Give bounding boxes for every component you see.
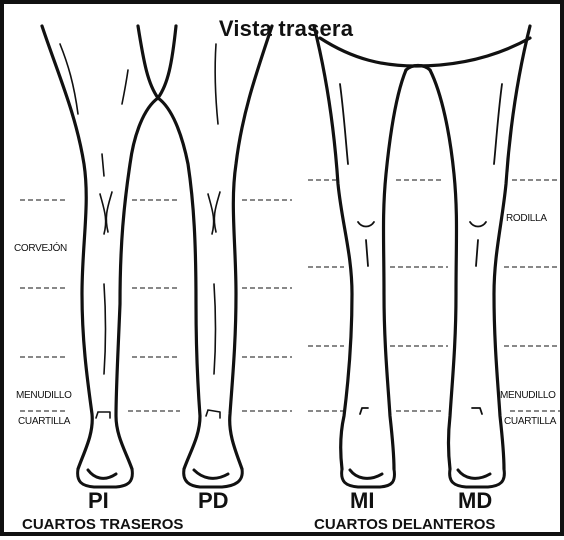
caption-front: CUARTOS DELANTEROS (314, 516, 495, 533)
chest-curve (320, 38, 530, 66)
leg-code-pi: PI (88, 488, 109, 514)
label-menudillo-front: MENUDILLO (500, 390, 556, 401)
front-right-outer (494, 26, 530, 469)
hind-hooves (78, 469, 243, 487)
hind-right-inner (158, 98, 200, 469)
label-corvejon: CORVEJÓN (14, 243, 67, 254)
front-legs-outline (314, 26, 530, 469)
label-cuartilla-front: CUARTILLA (504, 416, 556, 427)
leg-code-md: MD (458, 488, 492, 514)
leg-code-pd: PD (198, 488, 229, 514)
level-lines (20, 180, 560, 411)
diagram-title: Vista trasera (4, 16, 564, 42)
legs-drawing (4, 4, 564, 540)
brisket (406, 66, 430, 71)
front-left-outer (314, 26, 352, 469)
label-menudillo-hind: MENUDILLO (16, 390, 72, 401)
leg-code-mi: MI (350, 488, 374, 514)
hind-right-outer (230, 26, 272, 469)
label-cuartilla-hind: CUARTILLA (18, 416, 70, 427)
label-rodilla: RODILLA (506, 213, 547, 224)
hind-legs-outline (42, 26, 272, 469)
caption-rear: CUARTOS TRASEROS (22, 516, 183, 533)
hind-left-inner (116, 98, 158, 469)
front-hooves (342, 469, 505, 487)
front-right-inner (430, 70, 457, 469)
front-details (340, 84, 502, 414)
front-left-inner (384, 70, 407, 469)
